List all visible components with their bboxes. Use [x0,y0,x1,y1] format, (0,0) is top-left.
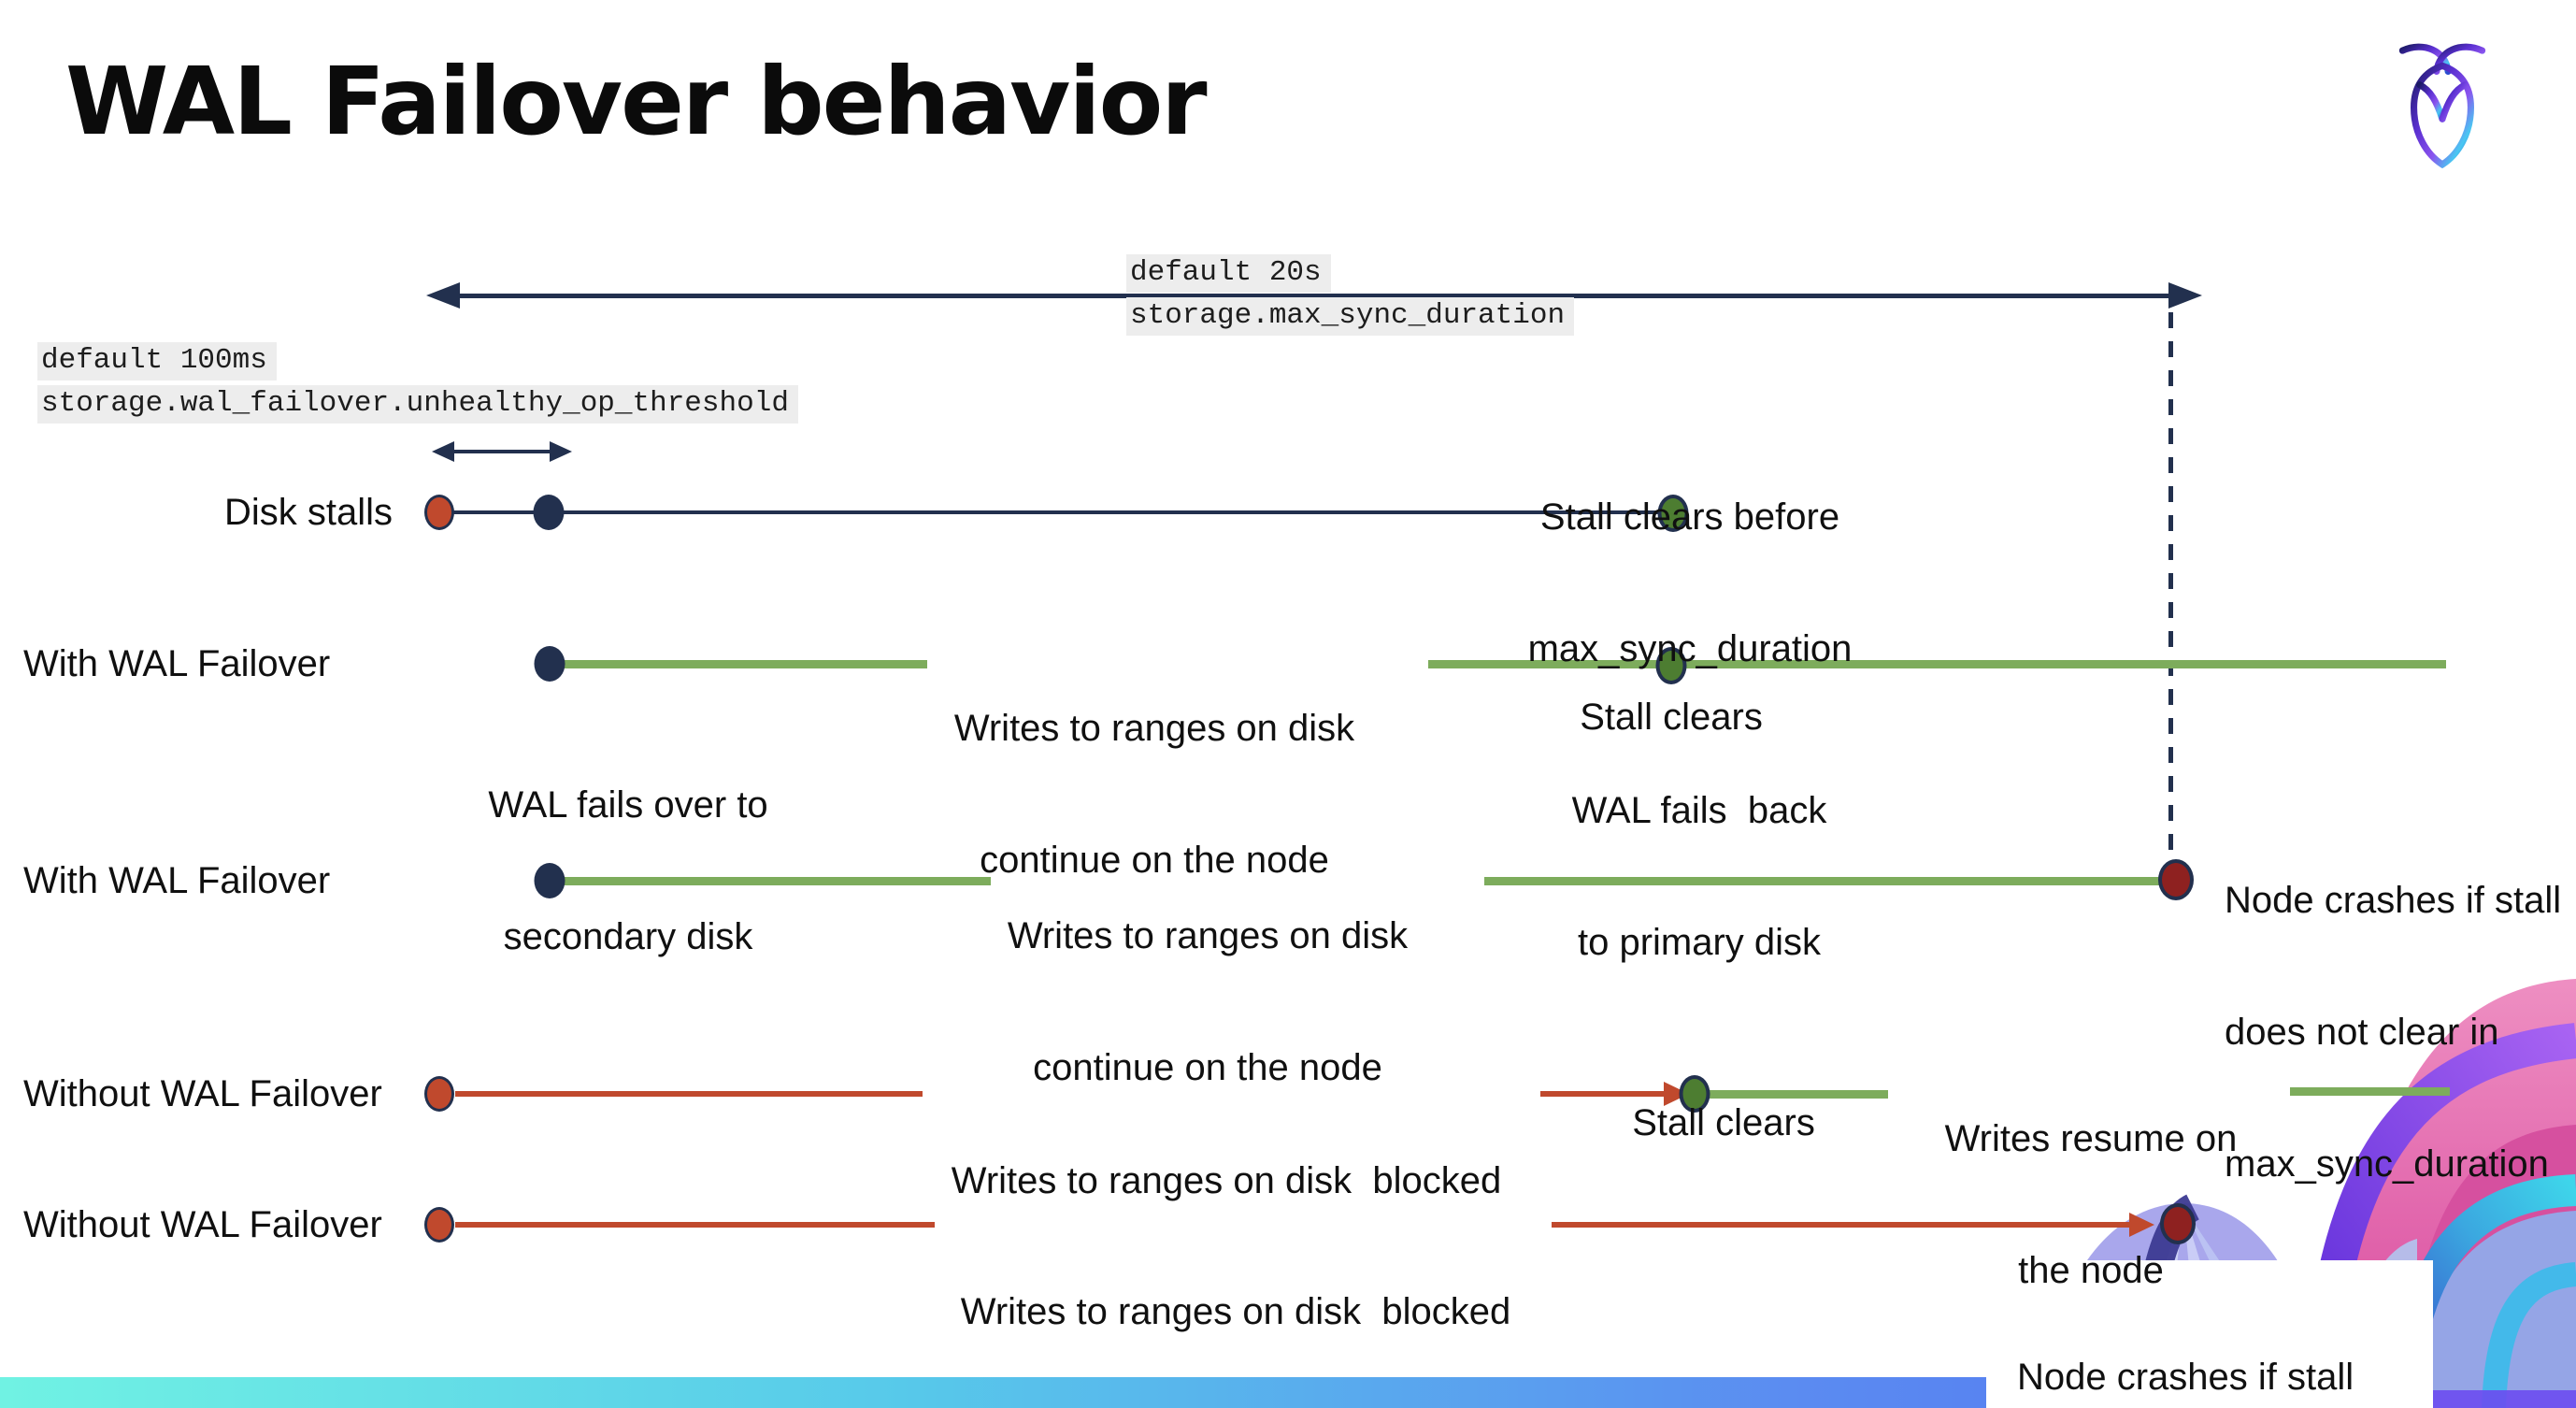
row-label-disk-stalls: Disk stalls [223,492,393,533]
writes-continue-note-row3: Writes to ranges on disk continue on the… [1007,915,1409,1088]
small-arrowhead-right-icon [550,441,572,462]
disk-stalls-timeline [439,510,1673,514]
row-label-with-wal-failover-1: With WAL Failover [23,643,331,684]
row5-red-segment-b [1552,1222,2131,1228]
small-arrowhead-left-icon [432,441,454,462]
stall-clears-dot-row4 [1679,1075,1710,1113]
node-crashes-note-row5: Node crashes if stall does not clear in … [2017,1357,2354,1398]
writes-blocked-note-row5: Writes to ranges on disk blocked [960,1291,1511,1332]
writes-blocked-note-row4: Writes to ranges on disk blocked [951,1160,1502,1201]
node-crash-dot-row5 [2160,1203,2196,1244]
row5-red-segment-a [455,1222,935,1228]
writes-resume-note: Writes resume on the node [1944,1118,2238,1291]
max-sync-default-label: default 20s [1126,254,1331,293]
disk-stall-start-dot [424,495,454,530]
node-crash-dot-row3 [2158,859,2194,900]
unhealthy-op-setting-label: storage.wal_failover.unhealthy_op_thresh… [37,385,798,424]
threshold-reached-dot [533,495,565,530]
failover-dot-row3 [534,863,565,898]
max-sync-setting-label: storage.max_sync_duration [1126,297,1575,336]
row3-green-segment-a [561,877,991,885]
max-sync-deadline-dashed-line [2168,312,2173,858]
row2-green-segment-a [561,660,927,668]
failover-dot-row2 [534,646,565,682]
arrowhead-left-icon [426,282,460,309]
unhealthy-op-default-label: default 100ms [37,342,277,381]
writes-continue-note-row2: Writes to ranges on disk continue on the… [953,708,1355,881]
max-sync-duration-span-line [439,294,2168,298]
stall-clears-before-note: Stall clears before max_sync_duration [1527,496,1853,669]
row3-green-segment-b [1484,877,2159,885]
row4-green-segment-a [1707,1090,1888,1099]
row-label-with-wal-failover-2: With WAL Failover [23,860,331,901]
unhealthy-op-span-line [447,450,551,453]
wal-fails-over-note: WAL fails over to secondary disk [488,784,768,957]
cockroachdb-logo-icon [2398,43,2486,168]
row4-red-segment-b [1540,1091,1666,1097]
row4-red-segment-a [455,1091,923,1097]
stall-start-dot-row4 [424,1076,454,1112]
row2-green-segment-b [1428,660,2446,668]
stall-clears-note-row4: Stall clears [1632,1102,1815,1143]
stall-clears-note-row2: Stall clears [1580,697,1763,738]
stall-clears-dot-row2 [1655,647,1687,684]
row4-green-segment-b [2290,1087,2450,1096]
row-label-without-wal-failover-1: Without WAL Failover [23,1073,382,1114]
row-label-without-wal-failover-2: Without WAL Failover [23,1204,382,1245]
red-arrowhead-row5-icon [2129,1213,2154,1237]
arrowhead-right-icon [2168,282,2202,309]
crash-note-background-box [1986,1260,2433,1408]
stall-start-dot-row5 [424,1207,454,1243]
node-crashes-note-row3: Node crashes if stall does not clear in … [2225,880,2562,1185]
page-title: WAL Failover behavior [65,47,1208,156]
stall-clears-dot-row1 [1657,495,1689,532]
wal-fails-back-note: WAL fails back to primary disk [1571,790,1827,963]
